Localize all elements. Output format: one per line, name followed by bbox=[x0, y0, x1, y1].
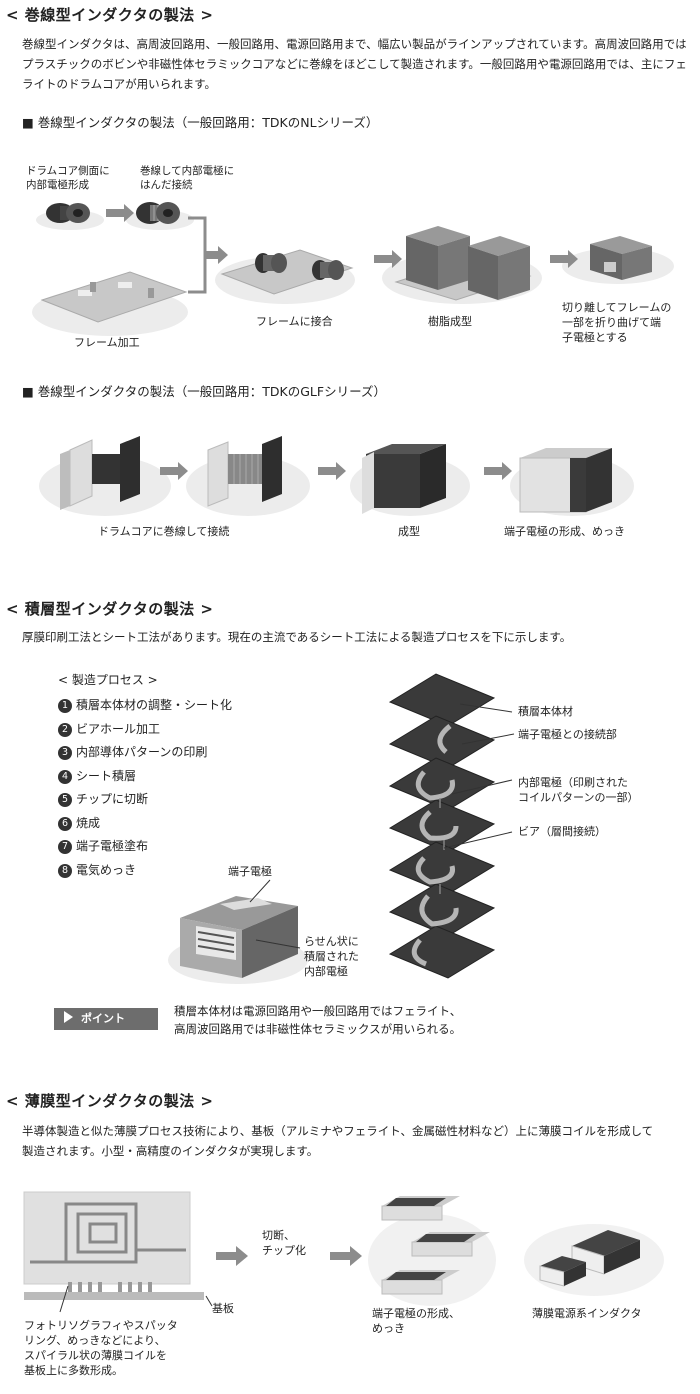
step-text: シート積層 bbox=[76, 768, 137, 783]
process-step: 8 電気めっき bbox=[58, 859, 232, 883]
label-join-frame: フレームに接合 bbox=[256, 315, 333, 328]
step-text: 端子電極塗布 bbox=[76, 839, 149, 853]
step-text: チップに切断 bbox=[76, 792, 149, 806]
label-glf-mold: 成型 bbox=[398, 525, 420, 538]
point-badge: ポイント bbox=[54, 1008, 158, 1030]
label-glf-terminal: 端子電極の形成、めっき bbox=[504, 525, 625, 538]
label-frame-processing: フレーム加工 bbox=[74, 336, 140, 349]
label-substrate: 基板 bbox=[212, 1302, 234, 1315]
label-laminate-body: 積層本体材 bbox=[518, 705, 573, 718]
nl-series-title: ■ 巻線型インダクタの製法（一般回路用：TDKのNLシリーズ） bbox=[22, 115, 379, 130]
process-step: 5 チップに切断 bbox=[58, 788, 232, 812]
step-number: 6 bbox=[58, 816, 72, 831]
triangle-icon bbox=[64, 1011, 73, 1023]
section-heading-thin-film: < 薄膜型インダクタの製法 > bbox=[6, 1092, 214, 1110]
step-number: 7 bbox=[58, 840, 72, 854]
label-terminal-electrode: 端子電極 bbox=[228, 865, 272, 878]
label-cut-bend: 切り離してフレームの 一部を折り曲げて端 子電極とする bbox=[562, 301, 672, 344]
process-step: 3 内部導体パターンの印刷 bbox=[58, 741, 232, 765]
step-number: 4 bbox=[58, 769, 72, 784]
glf-series-title: ■ 巻線型インダクタの製法（一般回路用：TDKのGLFシリーズ） bbox=[22, 384, 386, 399]
point-text: 積層本体材は電源回路用や一般回路用ではフェライト、 高周波回路用では非磁性体セラ… bbox=[174, 1004, 462, 1036]
process-step: 1 積層本体材の調整・シート化 bbox=[58, 694, 232, 718]
step-text: 焼成 bbox=[76, 815, 101, 830]
step-number: 2 bbox=[58, 722, 72, 737]
label-glf-wind: ドラムコアに巻線して接続 bbox=[98, 525, 230, 538]
label-thin-film-product: 薄膜電源系インダクタ bbox=[532, 1307, 642, 1320]
step-text: 内部導体パターンの印刷 bbox=[76, 745, 208, 759]
process-step: 2 ビアホール加工 bbox=[58, 718, 232, 742]
label-inner-electrode: 内部電極（印刷された コイルパターンの一部） bbox=[518, 776, 639, 804]
label-via: ビア（層間接続） bbox=[518, 825, 606, 838]
label-drum-electrode: ドラムコア側面に 内部電極形成 bbox=[26, 165, 110, 191]
step-number: 1 bbox=[58, 699, 72, 713]
label-terminal-connection: 端子電極との接続部 bbox=[518, 728, 617, 741]
process-steps-list: 1 積層本体材の調整・シート化 2 ビアホール加工 3 内部導体パターンの印刷 4 シー… bbox=[58, 694, 232, 882]
process-title: < 製造プロセス > bbox=[58, 673, 158, 687]
step-number: 5 bbox=[58, 793, 72, 807]
process-step: 6 焼成 bbox=[58, 812, 232, 836]
process-step: 4 シート積層 bbox=[58, 765, 232, 789]
step-text: ビアホール加工 bbox=[76, 721, 161, 736]
step-text: 積層本体材の調整・シート化 bbox=[76, 698, 233, 712]
section-heading-wire-wound: < 巻線型インダクタの製法 > bbox=[6, 6, 214, 24]
step-number: 8 bbox=[58, 863, 72, 878]
section-intro-wire-wound: 巻線型インダクタは、高周波回路用、一般回路用、電源回路用まで、幅広い製品がライン… bbox=[22, 37, 687, 91]
label-photolithography: フォトリソグラフィやスパッタ リング、めっきなどにより、 スパイラル状の薄膜コイ… bbox=[24, 1319, 178, 1377]
label-cut-chip: 切断、 チップ化 bbox=[262, 1229, 306, 1257]
label-spiral-electrode: らせん状に 積層された 内部電極 bbox=[304, 935, 359, 978]
label-wind-solder: 巻線して内部電極に はんだ接続 bbox=[140, 165, 235, 191]
step-number: 3 bbox=[58, 746, 72, 760]
point-label: ポイント bbox=[81, 1012, 125, 1025]
section-intro-thin-film: 半導体製造と似た薄膜プロセス技術により、基板（アルミナやフェライト、金属磁性材料… bbox=[22, 1124, 654, 1158]
label-resin-mold: 樹脂成型 bbox=[428, 315, 472, 328]
process-step: 7 端子電極塗布 bbox=[58, 835, 232, 859]
section-heading-multilayer: < 積層型インダクタの製法 > bbox=[6, 600, 214, 618]
label-thin-film-terminal: 端子電極の形成、 めっき bbox=[372, 1307, 460, 1335]
section-intro-multilayer: 厚膜印刷工法とシート工法があります。現在の主流であるシート工法による製造プロセス… bbox=[22, 630, 572, 644]
step-text: 電気めっき bbox=[76, 862, 137, 877]
